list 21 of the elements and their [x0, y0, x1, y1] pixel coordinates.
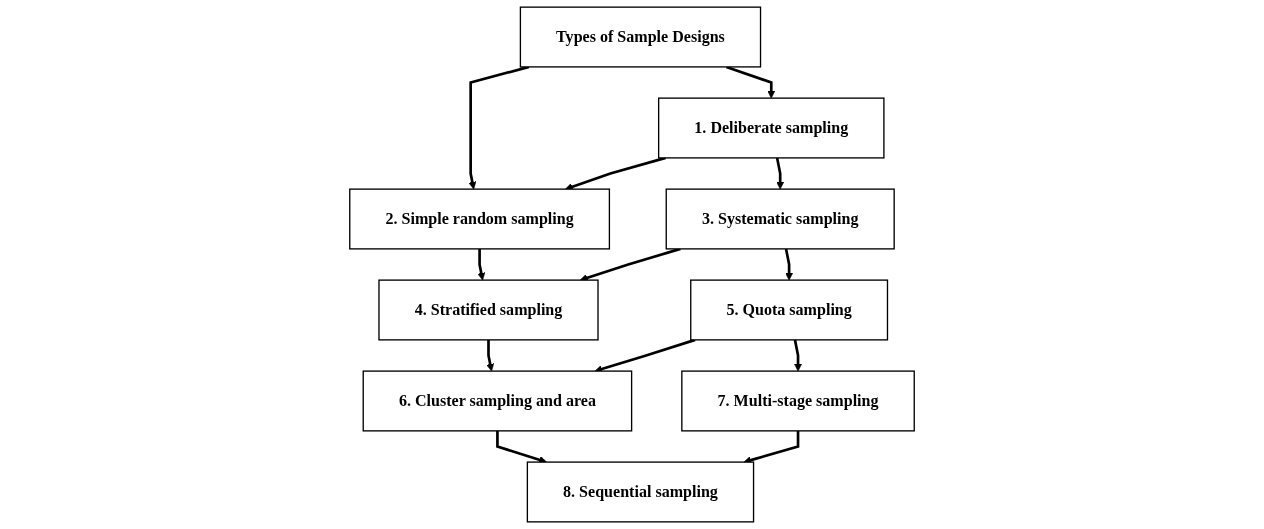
arrow — [793, 339, 802, 372]
arrow — [725, 65, 776, 99]
node-box: 1. Deliberate sampling — [658, 97, 885, 159]
node-box: 3. Systematic sampling — [665, 188, 895, 250]
arrow — [468, 65, 530, 190]
node-box: 4. Stratified sampling — [378, 279, 599, 341]
arrow — [486, 339, 495, 372]
node-box: 7. Multi-stage sampling — [681, 370, 915, 432]
arrow — [775, 157, 785, 190]
arrow — [579, 247, 681, 282]
arrow — [743, 430, 800, 464]
node-box: Types of Sample Designs — [519, 6, 762, 68]
node-box: 2. Simple random sampling — [349, 188, 611, 250]
arrow — [477, 248, 486, 281]
node-box: 5. Quota sampling — [690, 279, 889, 341]
node-box: 8. Sequential sampling — [526, 461, 755, 523]
arrow — [594, 338, 696, 373]
arrow — [496, 430, 547, 464]
arrow — [565, 156, 666, 191]
arrow — [784, 248, 794, 281]
node-box: 6. Cluster sampling and area — [362, 370, 633, 432]
